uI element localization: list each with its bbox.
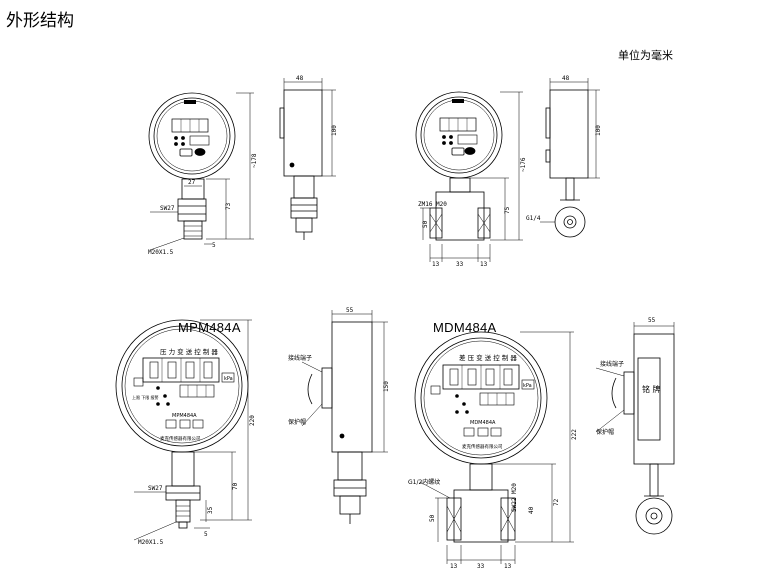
dim-large-p-70: 70 [232, 482, 239, 490]
dim-large-d-13b: 13 [504, 563, 512, 570]
small-pressure-front [148, 92, 254, 251]
thread-small-d-side: ZM16 M20 [418, 201, 447, 208]
face-mpm-maker: 麦克传感器有限公司 [160, 435, 201, 442]
dim-large-d-222: 222 [571, 429, 578, 440]
drawing-labels: 48 100 ~178 27 73 5 SW27 M20X1.5 48 100 … [132, 75, 661, 570]
dim-large-p-150: 150 [383, 381, 390, 392]
model-label-mdm: MDM484A [433, 320, 497, 335]
small-pressure-side [279, 78, 336, 240]
label-large-d-cap: 保护帽 [596, 428, 614, 436]
label-large-d-nameplate: 铭 牌 [642, 384, 661, 394]
thread-large-d-side: SW22 M20 [511, 483, 518, 512]
face-mpm-model: MPM484A [172, 413, 197, 419]
dim-large-d-13a: 13 [450, 563, 458, 570]
dim-large-d-50: 50 [429, 514, 436, 522]
dim-large-d-72: 72 [553, 498, 560, 506]
thread-large-p-top: SW27 [148, 485, 163, 492]
small-diff-front [415, 91, 523, 262]
thread-small-p-top: SW27 [160, 205, 175, 212]
thread-small-p-bottom: M20X1.5 [148, 249, 174, 256]
dim-small-p-73: 73 [225, 202, 232, 210]
face-mpm-unit: kPa [224, 376, 233, 382]
large-diff-front [414, 331, 574, 564]
thread-large-p-bottom: M20X1.5 [138, 539, 164, 546]
dim-small-p-total: ~178 [251, 153, 258, 168]
dim-small-d-33: 33 [456, 261, 464, 268]
label-large-d-terminal: 接线端子 [600, 360, 624, 368]
dim-large-p-35: 35 [207, 506, 214, 514]
thread-small-d-g14: G1/4 [526, 215, 541, 222]
face-mdm-unit: kPa [523, 383, 532, 389]
face-mpm-title: 压 力 变 送 控 制 器 [160, 347, 218, 356]
face-mdm-title: 差 压 变 送 控 制 器 [459, 353, 517, 362]
dim-large-d-40: 40 [528, 506, 535, 514]
dim-small-d-total: ~176 [520, 157, 527, 172]
face-mdm-maker: 麦克传感器有限公司 [462, 443, 503, 450]
small-diff-side [540, 78, 600, 238]
dim-small-p-width: 48 [296, 75, 304, 82]
dim-large-p-width: 55 [346, 307, 354, 314]
large-pressure-side [301, 310, 388, 524]
face-mpm-indicators: 上限 下限 报警 [132, 394, 159, 400]
dim-small-p-height: 100 [331, 125, 338, 136]
large-diff-side [595, 322, 675, 535]
dim-small-p-27: 27 [188, 179, 196, 186]
dim-large-d-33: 33 [477, 563, 485, 570]
page-title: 外形结构 [6, 11, 74, 31]
thread-large-d-g12: G1/2内螺纹 [408, 478, 440, 486]
dim-small-d-50: 50 [422, 220, 429, 228]
dim-small-d-13b: 13 [480, 261, 488, 268]
dim-large-p-5: 5 [204, 531, 208, 538]
large-pressure-front [115, 319, 252, 541]
model-label-mpm: MPM484A [178, 320, 241, 335]
label-large-p-cap: 保护帽 [288, 418, 306, 426]
dim-small-d-75: 75 [504, 206, 511, 214]
dim-small-d-width: 48 [562, 75, 570, 82]
face-mdm-model: MDM484A [470, 420, 496, 426]
dim-large-d-width: 55 [648, 317, 656, 324]
dim-small-p-5: 5 [212, 242, 216, 249]
dim-large-p-220: 220 [249, 415, 256, 426]
dim-small-d-13a: 13 [432, 261, 440, 268]
dim-small-d-height: 100 [595, 125, 602, 136]
label-large-p-terminal: 接线端子 [288, 354, 312, 362]
unit-note: 单位为毫米 [618, 49, 673, 62]
